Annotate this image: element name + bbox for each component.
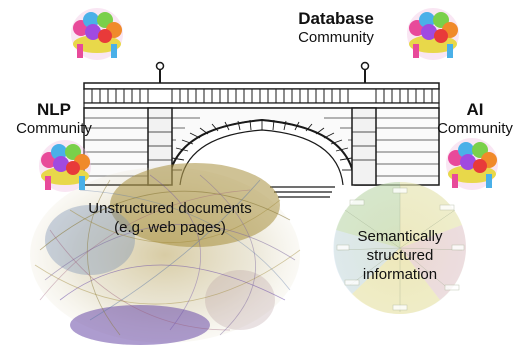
ai-community-label: AI Community	[432, 100, 518, 137]
bridge-lamp-left	[155, 61, 165, 83]
structured-line1: Semantically	[357, 228, 443, 245]
ai-sub: Community	[437, 119, 513, 137]
bridge-lamp-right	[360, 61, 370, 83]
database-sub: Community	[298, 28, 374, 46]
database-title: Database	[298, 9, 374, 28]
people-circle-icon	[39, 140, 91, 192]
structured-graph	[333, 181, 466, 315]
structured-caption: Semantically structured information	[345, 228, 455, 284]
nlp-community-label: NLP Community	[8, 100, 100, 137]
nlp-sub: Community	[16, 119, 92, 137]
ai-title: AI	[466, 100, 484, 119]
nlp-title: NLP	[37, 100, 71, 119]
people-circle-icon	[407, 8, 459, 60]
structured-line2: structured	[366, 246, 434, 264]
unstructured-line2: (e.g. web pages)	[114, 218, 226, 236]
structured-line3: information	[362, 265, 438, 283]
unstructured-network	[30, 163, 301, 345]
people-circle-icon	[446, 138, 498, 190]
unstructured-caption: Unstructured documents (e.g. web pages)	[70, 200, 270, 238]
database-community-label: Database Community	[276, 9, 396, 46]
people-circle-icon	[71, 8, 123, 60]
unstructured-line1: Unstructured documents	[88, 200, 252, 217]
water-lines	[270, 186, 335, 198]
